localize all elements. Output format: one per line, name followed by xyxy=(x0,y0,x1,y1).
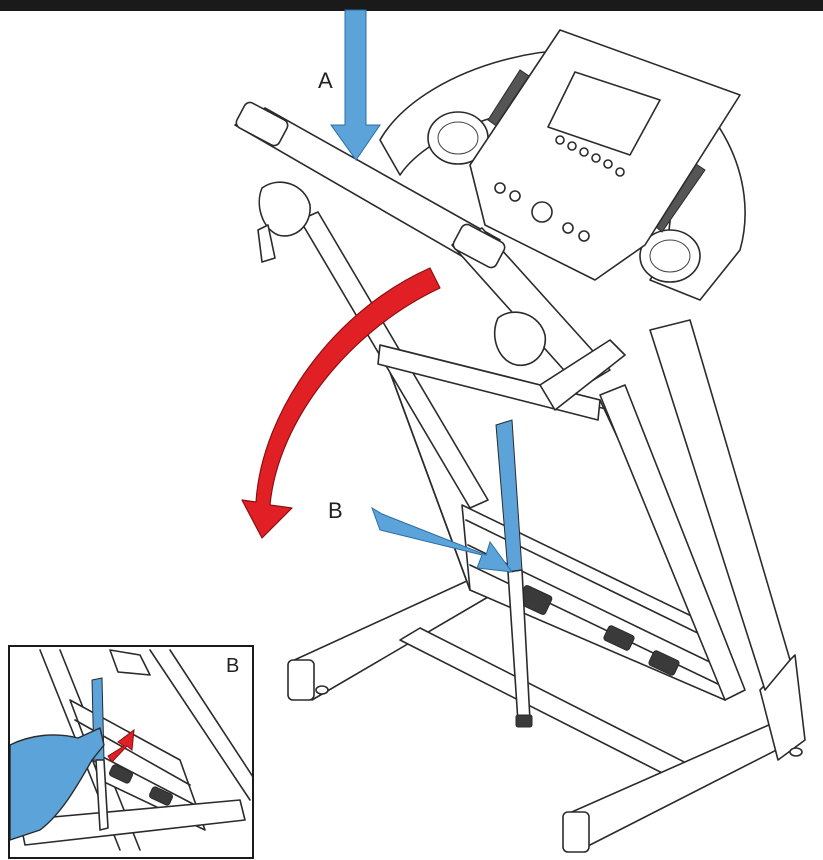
right-frame-leg xyxy=(649,319,791,691)
console-assembly xyxy=(234,29,746,411)
arrow-a-label: A xyxy=(318,68,333,93)
console-buttons xyxy=(494,135,625,242)
inset-push-arrow xyxy=(107,728,135,763)
arrow-a xyxy=(330,9,381,161)
arrow-b-label: B xyxy=(328,498,343,523)
right-fold-latch xyxy=(493,311,546,367)
arrow-b xyxy=(371,506,514,573)
inset-detail-b xyxy=(8,645,254,859)
treadmill-deck xyxy=(299,211,791,701)
right-handle-grip xyxy=(539,339,626,411)
fold-direction-arrow xyxy=(241,267,441,539)
deck-right-rail xyxy=(599,384,746,701)
right-cup-holder xyxy=(639,229,701,283)
top-border xyxy=(0,0,823,11)
rear-left-foot xyxy=(289,574,501,701)
inset-hand xyxy=(10,727,105,841)
left-fold-latch xyxy=(258,181,311,237)
console-display xyxy=(547,71,661,156)
deck-crossbar xyxy=(377,344,601,421)
inset-label: B xyxy=(226,655,240,677)
